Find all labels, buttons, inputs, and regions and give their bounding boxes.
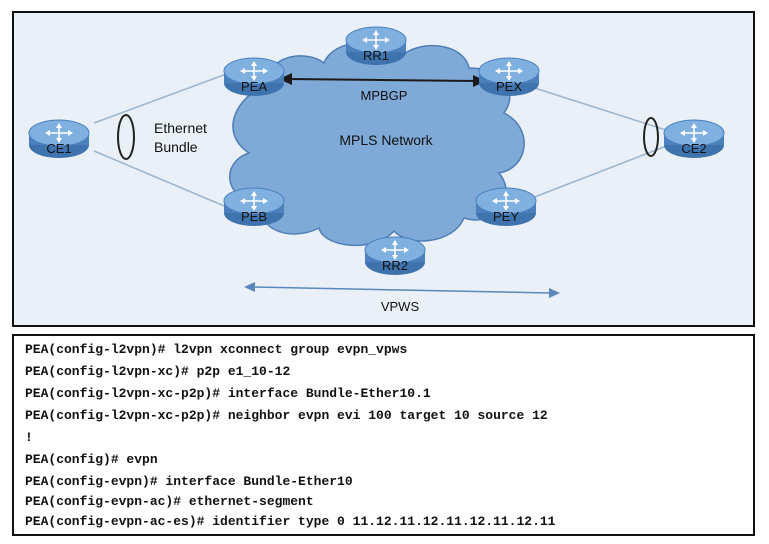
node-label-rr2: RR2 (382, 258, 408, 273)
node-label-pea: PEA (241, 79, 267, 94)
network-diagram: RR1 PEA PEX CE1 CE2 PEB PEY RR2 Ethernet… (12, 11, 755, 327)
cli-line: PEA(config-l2vpn)# l2vpn xconnect group … (25, 342, 408, 357)
vpws-arrow (244, 282, 560, 298)
bundle-label-line2: Bundle (154, 139, 198, 155)
cli-line: PEA(config)# evpn (25, 452, 158, 467)
cli-config-panel: PEA(config-l2vpn)# l2vpn xconnect group … (12, 334, 755, 536)
diagram-canvas: RR1 PEA PEX CE1 CE2 PEB PEY RR2 Ethernet… (28, 26, 725, 314)
cli-line: PEA(config-evpn-ac)# ethernet-segment (25, 494, 314, 509)
link-ce1-peb (93, 150, 230, 209)
bundle-ring-left (117, 114, 135, 160)
node-label-ce2: CE2 (681, 141, 706, 156)
node-label-ce1: CE1 (46, 141, 71, 156)
cli-line: ! (25, 430, 33, 445)
mpbgp-label: MPBGP (361, 88, 408, 103)
link-ce1-pea (93, 72, 230, 124)
cli-line: PEA(config-evpn)# interface Bundle-Ether… (25, 474, 353, 489)
cli-line: PEA(config-l2vpn-xc-p2p)# interface Bund… (25, 386, 431, 401)
link-pey-ce2 (518, 144, 670, 204)
node-label-rr1: RR1 (363, 48, 389, 63)
node-label-pey: PEY (493, 209, 519, 224)
vpws-label: VPWS (381, 299, 420, 314)
node-label-peb: PEB (241, 209, 267, 224)
bundle-label-line1: Ethernet (154, 120, 207, 136)
cli-line: PEA(config-evpn-ac-es)# identifier type … (25, 514, 556, 529)
access-links (93, 72, 670, 209)
link-pex-ce2 (518, 82, 670, 132)
mpls-label: MPLS Network (339, 132, 433, 148)
cli-line: PEA(config-l2vpn-xc-p2p)# neighbor evpn … (25, 408, 548, 423)
node-label-pex: PEX (496, 79, 522, 94)
bundle-ring-right (643, 117, 659, 157)
cli-line: PEA(config-l2vpn-xc)# p2p e1_10-12 (25, 364, 291, 379)
